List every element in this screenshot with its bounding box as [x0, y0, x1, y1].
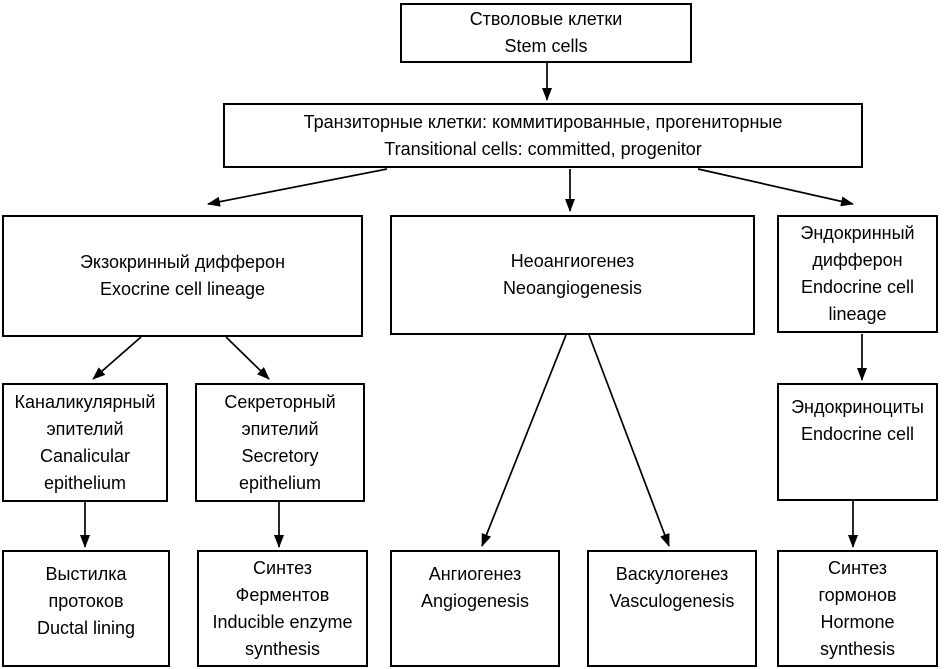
node-vasculogenesis: Васкулогенез Vasculogenesis	[587, 550, 757, 667]
edge-transitional-endocrine	[697, 168, 854, 207]
node-enzyme-synthesis: Синтез Ферментов Inducible enzyme synthe…	[197, 550, 368, 667]
node-canalicular-epithelium: Каналикулярный эпителий Canalicular epit…	[2, 383, 168, 502]
node-transitional-cells: Транзиторные клетки: коммитированные, пр…	[223, 103, 863, 168]
node-exocrine-lineage: Экзокринный дифферон Exocrine cell linea…	[2, 215, 363, 337]
node-endocrine-lineage: Эндокринный дифферон Endocrine cell line…	[777, 215, 938, 333]
node-angiogenesis: Ангиогенез Angiogenesis	[390, 550, 560, 667]
node-ductal-lining: Выстилка протоков Ductal lining	[2, 550, 170, 667]
node-secretory-epithelium: Секреторный эпителий Secretory epitheliu…	[195, 383, 365, 502]
edge-transitional-exocrine	[207, 168, 388, 207]
edge-neoangiogenesis-angiogenesis	[481, 334, 567, 547]
node-hormone-synthesis: Синтез гормонов Hormone synthesis	[777, 550, 938, 667]
edge-exocrine-secretory	[225, 336, 270, 380]
edge-exocrine-canalicular	[92, 336, 142, 380]
node-neoangiogenesis: Неоангиогенез Neoangiogenesis	[390, 215, 755, 335]
edge-neoangiogenesis-vasculogenesis	[588, 334, 670, 547]
node-stem-cells: Стволовые клетки Stem cells	[400, 3, 692, 63]
node-endocrinocytes: Эндокриноциты Endocrine cell	[777, 383, 938, 501]
